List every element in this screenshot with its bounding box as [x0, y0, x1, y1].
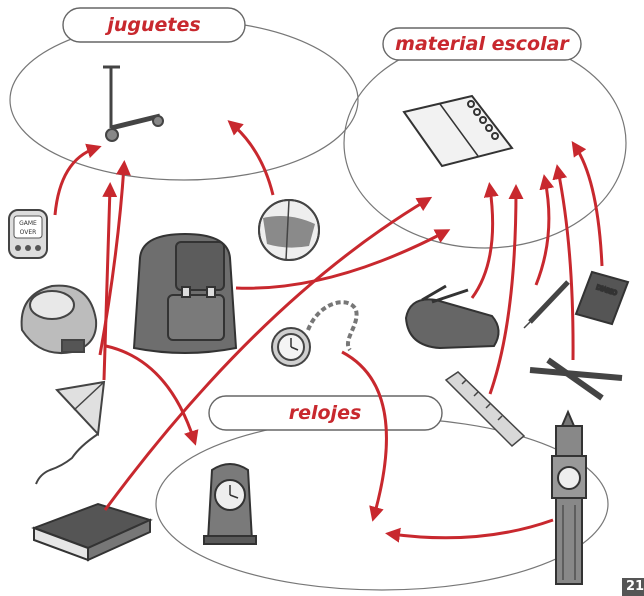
label-relojes: relojes — [209, 396, 442, 430]
ruler-icon — [446, 372, 524, 446]
arrow-wristwatch-to-relojes — [106, 346, 194, 440]
arrow-game-over-to-juguetes — [55, 148, 96, 215]
scooter-icon — [103, 67, 163, 141]
arrow-markers-to-material — [558, 170, 573, 360]
book-icon — [34, 504, 150, 560]
arrow-wristwatch-to-juguetes — [100, 166, 124, 355]
arrow-pencil-case-to-material — [472, 188, 493, 298]
pocket-watch-icon — [272, 302, 357, 366]
markers-icon — [530, 360, 622, 398]
kite-icon — [36, 382, 104, 484]
backpack-icon — [134, 234, 236, 353]
arrow-kite-to-juguetes — [104, 188, 110, 380]
label-juguetes-text: juguetes — [104, 14, 200, 36]
label-material-escolar: material escolar — [383, 28, 581, 60]
arrow-ball-to-juguetes — [232, 124, 273, 195]
label-juguetes: juguetes — [63, 8, 245, 42]
mantel-clock-icon — [204, 464, 256, 544]
juguetes-group — [10, 20, 358, 180]
arrow-big-ben-to-relojes — [391, 520, 553, 538]
svg-text:GAME: GAME — [19, 220, 37, 227]
arrow-pen-to-material — [536, 180, 549, 285]
page-number: 21 — [622, 578, 644, 596]
big-ben-icon — [552, 412, 586, 584]
label-relojes-text: relojes — [289, 402, 362, 424]
pencil-case-icon — [406, 286, 499, 348]
label-material-escolar-text: material escolar — [395, 33, 570, 55]
spiral-notebook-icon — [404, 96, 512, 166]
beach-ball-icon — [259, 200, 319, 260]
game-over-toy-icon: GAME OVER — [9, 210, 47, 258]
svg-text:OVER: OVER — [20, 229, 37, 236]
arrow-pocket-watch-to-relojes — [342, 352, 386, 516]
pen-icon — [524, 282, 568, 328]
wristwatch-icon — [22, 286, 97, 353]
diary-icon: DIARIO — [576, 272, 628, 324]
